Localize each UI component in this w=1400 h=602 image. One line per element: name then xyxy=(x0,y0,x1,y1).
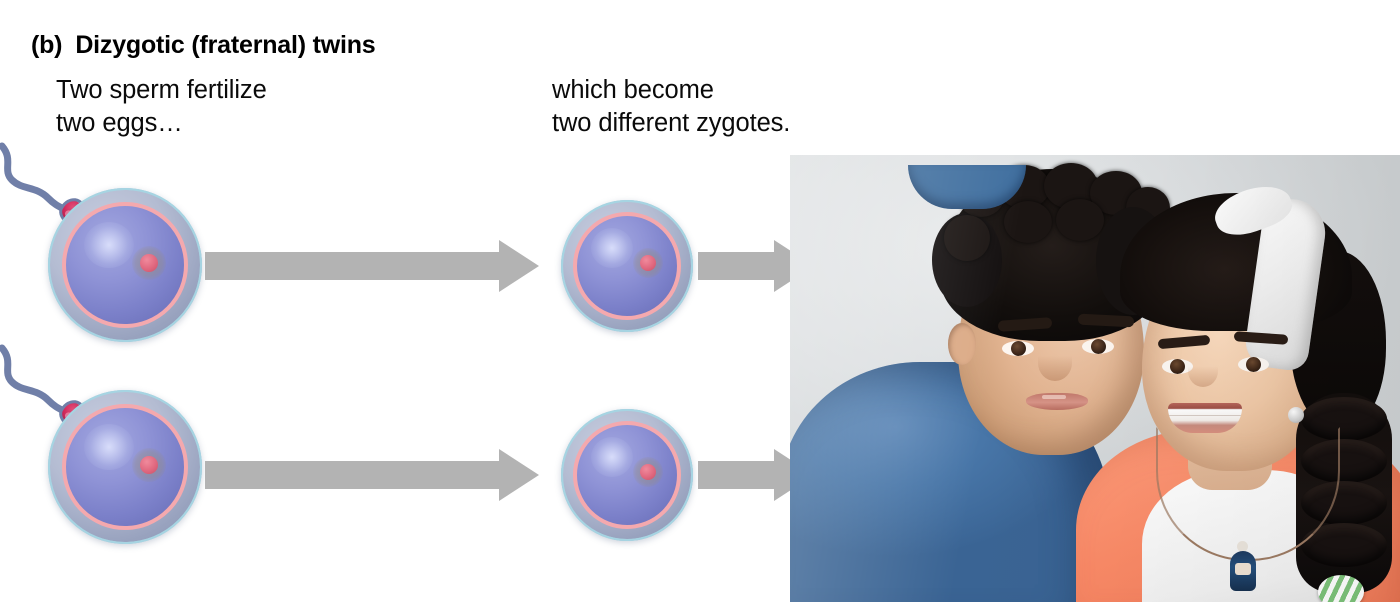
twins-photograph xyxy=(790,155,1400,602)
page-title: (b) Dizygotic (fraternal) twins xyxy=(4,2,376,89)
zygote-2-cytoplasm-highlight xyxy=(591,437,633,477)
sperm-1 xyxy=(0,140,92,230)
boy-mouth xyxy=(1026,393,1088,410)
photo-light-overlay xyxy=(790,155,1400,602)
zygote-2-membrane xyxy=(573,421,681,529)
zygote-2-outer-ring xyxy=(561,409,693,541)
arrow-egg1-head-icon xyxy=(499,240,539,292)
arrow-zygote1-shaft xyxy=(698,252,774,280)
egg-2-nucleus xyxy=(140,456,158,474)
girl-nose xyxy=(1188,355,1218,387)
zygote-1-membrane xyxy=(573,212,681,320)
girl-eye-right xyxy=(1238,357,1269,372)
boy-nose xyxy=(1038,345,1072,381)
arrow-zygote2-shaft xyxy=(698,461,774,489)
girl-necklace-bead xyxy=(1237,541,1248,552)
egg-2 xyxy=(48,390,202,544)
egg-1-outer-ring xyxy=(48,188,202,342)
girl-earring xyxy=(1288,407,1304,423)
zygote-2-nucleus xyxy=(640,464,656,480)
girl-hair-tie xyxy=(1318,575,1364,602)
zygote-1-outer-ring xyxy=(561,200,693,332)
zygote-1 xyxy=(561,200,693,332)
egg-1-cytoplasm-highlight xyxy=(84,222,134,268)
egg-2-cytoplasm-highlight xyxy=(84,424,134,470)
egg-2-membrane xyxy=(62,404,188,530)
arrow-egg2-shaft xyxy=(205,461,499,489)
boy-eye-right xyxy=(1082,339,1114,354)
arrow-egg2-head-icon xyxy=(499,449,539,501)
arrow-egg1-shaft xyxy=(205,252,499,280)
sperm-2-tail-icon xyxy=(0,344,66,414)
panel-title-text: Dizygotic (fraternal) twins xyxy=(75,31,376,59)
boy-lip-highlight xyxy=(1042,395,1066,399)
girl-eye-left xyxy=(1162,359,1193,374)
caption-left: Two sperm fertilize two eggs… xyxy=(56,76,267,137)
egg-1 xyxy=(48,188,202,342)
zygote-2 xyxy=(561,409,693,541)
egg-1-nucleus xyxy=(140,254,158,272)
panel-label: (b) xyxy=(30,31,63,59)
caption-right: which become two different zygotes. xyxy=(552,76,791,137)
sperm-1-tail-icon xyxy=(0,142,66,212)
boy-ear xyxy=(948,323,976,365)
sperm-2 xyxy=(0,342,92,432)
zygote-1-cytoplasm-highlight xyxy=(591,228,633,268)
girl-necklace-pendant xyxy=(1230,551,1256,591)
egg-2-outer-ring xyxy=(48,390,202,544)
zygote-1-nucleus xyxy=(640,255,656,271)
boy-collar xyxy=(908,165,1026,209)
girl-teeth-line xyxy=(1168,415,1242,416)
egg-1-membrane xyxy=(62,202,188,328)
boy-eye-left xyxy=(1002,341,1034,356)
